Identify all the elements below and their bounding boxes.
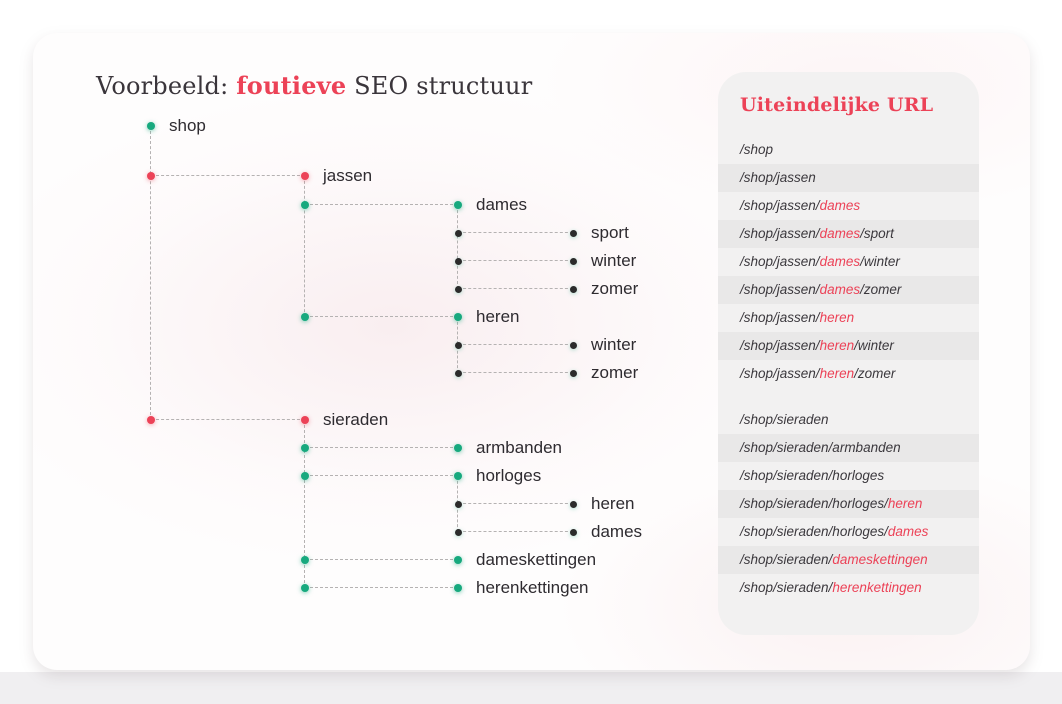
url-row: /shop/jassen/heren/zomer — [718, 360, 979, 388]
url-row: /shop/jassen/dames/sport — [718, 220, 979, 248]
url-list: /shop/shop/jassen/shop/jassen/dames/shop… — [718, 136, 979, 602]
url-segment: /shop/jassen/ — [740, 198, 820, 213]
url-segment: /shop/jassen — [740, 170, 816, 185]
url-segment: /shop/sieraden/horloges — [740, 468, 885, 483]
url-segment: /shop/sieraden/armbanden — [740, 440, 901, 455]
url-segment-problem: dames — [887, 524, 929, 539]
url-row: /shop/sieraden/dameskettingen — [718, 546, 979, 574]
url-segment: /shop — [740, 142, 774, 157]
url-row: /shop/sieraden/herenkettingen — [718, 574, 979, 602]
url-row: /shop/jassen — [718, 164, 979, 192]
url-panel-header: Uiteindelijke URL — [740, 94, 934, 116]
page-title: Voorbeeld: foutieve SEO structuur — [96, 71, 532, 101]
bottom-strip — [0, 672, 1062, 704]
url-row: /shop/sieraden/horloges/dames — [718, 518, 979, 546]
url-row: /shop/sieraden/horloges/heren — [718, 490, 979, 518]
url-panel: Uiteindelijke URL /shop/shop/jassen/shop… — [718, 72, 979, 635]
url-segment: /winter — [860, 254, 900, 269]
url-group-1: /shop/shop/jassen/shop/jassen/dames/shop… — [718, 136, 979, 388]
url-segment: /sport — [860, 226, 894, 241]
url-segment: /shop/jassen/ — [740, 254, 820, 269]
title-highlight: foutieve — [236, 71, 347, 100]
url-row: /shop/jassen/dames — [718, 192, 979, 220]
url-segment-problem: heren — [819, 310, 855, 325]
url-segment: /zomer — [860, 282, 902, 297]
url-row: /shop/jassen/dames/winter — [718, 248, 979, 276]
url-segment: /shop/jassen/ — [740, 310, 820, 325]
url-row: /shop/sieraden — [718, 406, 979, 434]
title-prefix: Voorbeeld: — [96, 72, 237, 100]
url-segment: /shop/sieraden/ — [740, 580, 833, 595]
url-segment: /shop/sieraden/horloges/ — [740, 496, 888, 511]
url-segment-problem: heren — [819, 366, 855, 381]
url-segment-problem: heren — [887, 496, 923, 511]
url-segment: /shop/jassen/ — [740, 366, 820, 381]
url-segment: /zomer — [854, 366, 896, 381]
url-segment: /shop/sieraden/horloges/ — [740, 524, 888, 539]
url-segment-problem: dames — [819, 226, 861, 241]
url-row: /shop/sieraden/armbanden — [718, 434, 979, 462]
url-segment-problem: dames — [819, 198, 861, 213]
url-segment: /shop/sieraden — [740, 412, 829, 427]
url-row: /shop — [718, 136, 979, 164]
url-row: /shop/jassen/heren — [718, 304, 979, 332]
url-segment-problem: dameskettingen — [832, 552, 928, 567]
url-row: /shop/jassen/heren/winter — [718, 332, 979, 360]
url-row: /shop/jassen/dames/zomer — [718, 276, 979, 304]
url-segment-problem: herenkettingen — [832, 580, 922, 595]
url-segment: /shop/sieraden/ — [740, 552, 833, 567]
url-segment: /shop/jassen/ — [740, 226, 820, 241]
url-segment-problem: dames — [819, 254, 861, 269]
url-segment-problem: dames — [819, 282, 861, 297]
url-segment: /shop/jassen/ — [740, 282, 820, 297]
url-row: /shop/sieraden/horloges — [718, 462, 979, 490]
url-segment: /winter — [854, 338, 894, 353]
url-group-2: /shop/sieraden/shop/sieraden/armbanden/s… — [718, 406, 979, 602]
url-segment-problem: heren — [819, 338, 855, 353]
url-segment: /shop/jassen/ — [740, 338, 820, 353]
title-suffix: SEO structuur — [346, 72, 533, 100]
